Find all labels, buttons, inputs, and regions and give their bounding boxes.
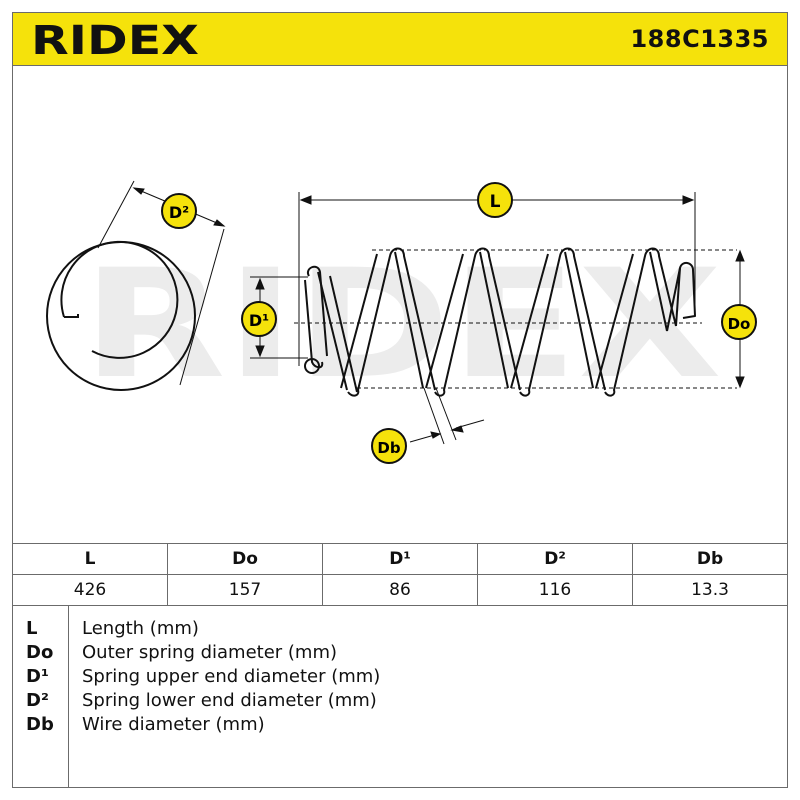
spec-table: L Do D¹ D² Db 426 157 86 116 13.3	[12, 543, 788, 606]
d2-badge	[161, 193, 197, 229]
d2-dimension	[97, 180, 226, 386]
legend-item: Do Outer spring diameter (mm)	[12, 642, 788, 666]
spec-value-db: 13.3	[632, 574, 788, 606]
legend-item: L Length (mm)	[12, 618, 788, 642]
legend-item: D¹ Spring upper end diameter (mm)	[12, 666, 788, 690]
d1-dimension	[250, 276, 308, 359]
spec-header-d2: D²	[477, 543, 633, 575]
spring-drawing: RIDEX D² L D¹	[46, 180, 757, 464]
legend-item: D² Spring lower end diameter (mm)	[12, 690, 788, 714]
spec-header-do: Do	[167, 543, 323, 575]
spec-value-d1: 86	[322, 574, 478, 606]
spec-value-d2: 116	[477, 574, 633, 606]
spec-value-row: 426 157 86 116 13.3	[12, 574, 788, 606]
legend-desc: Wire diameter (mm)	[82, 714, 265, 735]
spec-header-db: Db	[632, 543, 788, 575]
l-badge	[477, 182, 513, 218]
legend-desc: Outer spring diameter (mm)	[82, 642, 338, 663]
d2-label: D²	[169, 203, 189, 222]
spec-header-row: L Do D¹ D² Db	[12, 543, 788, 575]
do-label: Do	[728, 315, 751, 333]
legend-key: D¹	[26, 666, 49, 687]
part-number: 188C1335	[630, 25, 769, 53]
legend-desc: Spring lower end diameter (mm)	[82, 690, 377, 711]
spring-coil	[304, 247, 696, 397]
guide-lines	[294, 249, 737, 389]
spec-header-d1: D¹	[322, 543, 478, 575]
legend-key: Db	[26, 714, 54, 735]
db-dimension	[409, 387, 485, 445]
watermark-text: RIDEX	[82, 238, 722, 412]
d1-label: D¹	[249, 311, 269, 330]
legend: L Length (mm) Do Outer spring diameter (…	[12, 606, 788, 788]
legend-desc: Spring upper end diameter (mm)	[82, 666, 381, 687]
spec-header-l: L	[12, 543, 168, 575]
legend-key: Do	[26, 642, 54, 663]
legend-divider	[68, 606, 69, 788]
legend-item: Db Wire diameter (mm)	[12, 714, 788, 738]
db-label: Db	[377, 439, 400, 457]
l-label: L	[490, 192, 501, 212]
header-bar: RIDEX 188C1335	[12, 12, 788, 66]
legend-desc: Length (mm)	[82, 618, 199, 639]
spec-value-l: 426	[12, 574, 168, 606]
d1-badge	[241, 301, 277, 337]
content-frame	[12, 66, 788, 788]
end-view-ring	[46, 240, 196, 391]
spec-value-do: 157	[167, 574, 323, 606]
db-badge	[371, 428, 407, 464]
brand-text: RIDEX	[31, 18, 199, 62]
legend-key: D²	[26, 690, 49, 711]
do-badge	[721, 304, 757, 340]
legend-key: L	[26, 618, 38, 639]
ridex-logo: RIDEX	[31, 18, 199, 62]
